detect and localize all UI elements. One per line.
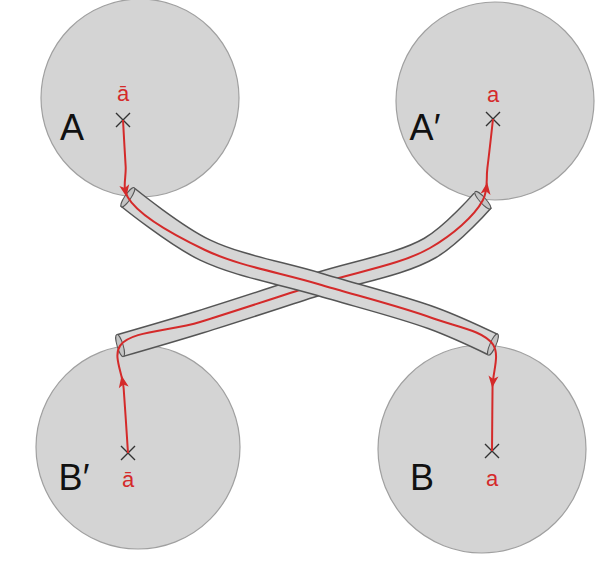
region-circle: A	[40, 0, 240, 198]
region-label: B′	[59, 460, 90, 496]
region-label: A′	[410, 110, 441, 146]
region-circle: B	[377, 344, 587, 554]
circle-outline	[377, 344, 587, 554]
circle-outline	[35, 344, 241, 550]
region-label: B	[410, 460, 434, 496]
region-circle: B′	[35, 344, 241, 550]
region-label: A	[60, 110, 84, 146]
charge-label: ā	[117, 83, 129, 105]
circle-outline	[40, 0, 240, 198]
charge-label: a	[486, 468, 498, 490]
circle-shape	[396, 2, 594, 200]
charge-label: ā	[122, 469, 134, 491]
circle-shape	[378, 345, 586, 553]
tube-outline	[128, 197, 493, 344]
tube-body	[128, 197, 493, 344]
charge-label: a	[487, 84, 499, 106]
circle-shape	[41, 0, 239, 197]
circle-shape	[36, 345, 240, 549]
